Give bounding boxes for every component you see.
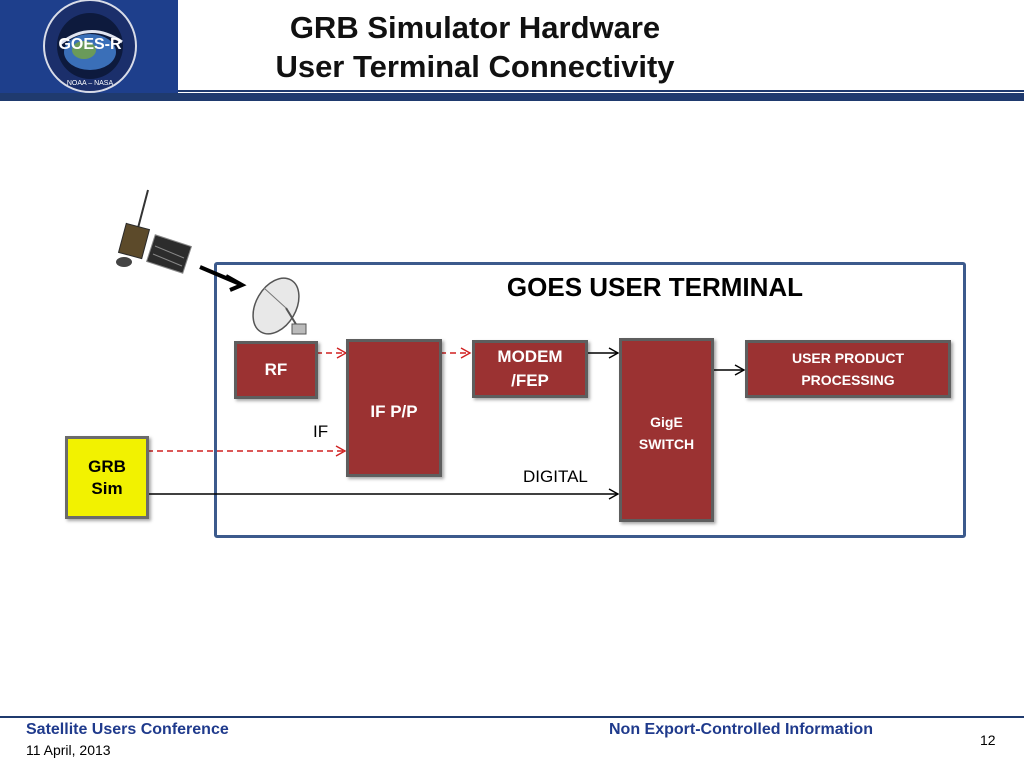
title-line-1: GRB Simulator Hardware: [289, 10, 661, 45]
upp-label-line-1: USER PRODUCT: [791, 350, 904, 366]
satellite-dish-icon: [252, 277, 307, 335]
svg-text:GOES-R: GOES-R: [58, 36, 122, 53]
satellite-icon: [116, 189, 193, 274]
terminal-title: GOES USER TERMINAL: [506, 272, 804, 302]
grb-label-line-2: Sim: [91, 478, 123, 498]
gige-switch-block: GigE SWITCH: [619, 338, 714, 522]
if-pp-block: IF P/P: [346, 339, 442, 477]
svg-text:NOAA – NASA: NOAA – NASA: [67, 80, 114, 87]
header-rule: [178, 90, 1024, 92]
antenna-group: [199, 265, 307, 335]
title-line-2: User Terminal Connectivity: [275, 49, 675, 84]
rf-block: RF: [234, 341, 318, 399]
header-bar: [0, 93, 1024, 101]
goes-r-seal-icon: GOES-R NOAA – NASA: [0, 0, 178, 101]
page-number: 12: [980, 732, 996, 748]
footer-export-notice: Non Export-Controlled Information: [609, 721, 873, 738]
upp-label-line-2: PROCESSING: [801, 372, 895, 388]
digital-link-label: DIGITAL: [523, 467, 588, 486]
grb-label-line-1: GRB: [88, 456, 126, 476]
switch-label-line-1: GigE: [650, 414, 683, 430]
user-product-processing-block: USER PRODUCT PROCESSING: [745, 340, 951, 398]
footer-rule: [0, 716, 1024, 718]
modem-label-line-2: /FEP: [511, 371, 549, 390]
goes-r-logo: GOES-R NOAA – NASA: [0, 0, 178, 101]
if-link-label: IF: [313, 422, 329, 441]
user-terminal-frame: [214, 262, 966, 538]
rf-label: RF: [264, 360, 288, 379]
footer-date: 11 April, 2013: [26, 742, 111, 758]
switch-label-line-2: SWITCH: [638, 436, 695, 452]
grb-sim-block: GRB Sim: [65, 436, 149, 519]
modem-fep-block: MODEM /FEP: [472, 340, 588, 398]
modem-label-line-1: MODEM: [497, 347, 563, 366]
footer-conference: Satellite Users Conference: [26, 721, 229, 738]
page-title: GRB Simulator Hardware User Terminal Con…: [180, 8, 770, 86]
if-pp-label: IF P/P: [370, 402, 418, 421]
